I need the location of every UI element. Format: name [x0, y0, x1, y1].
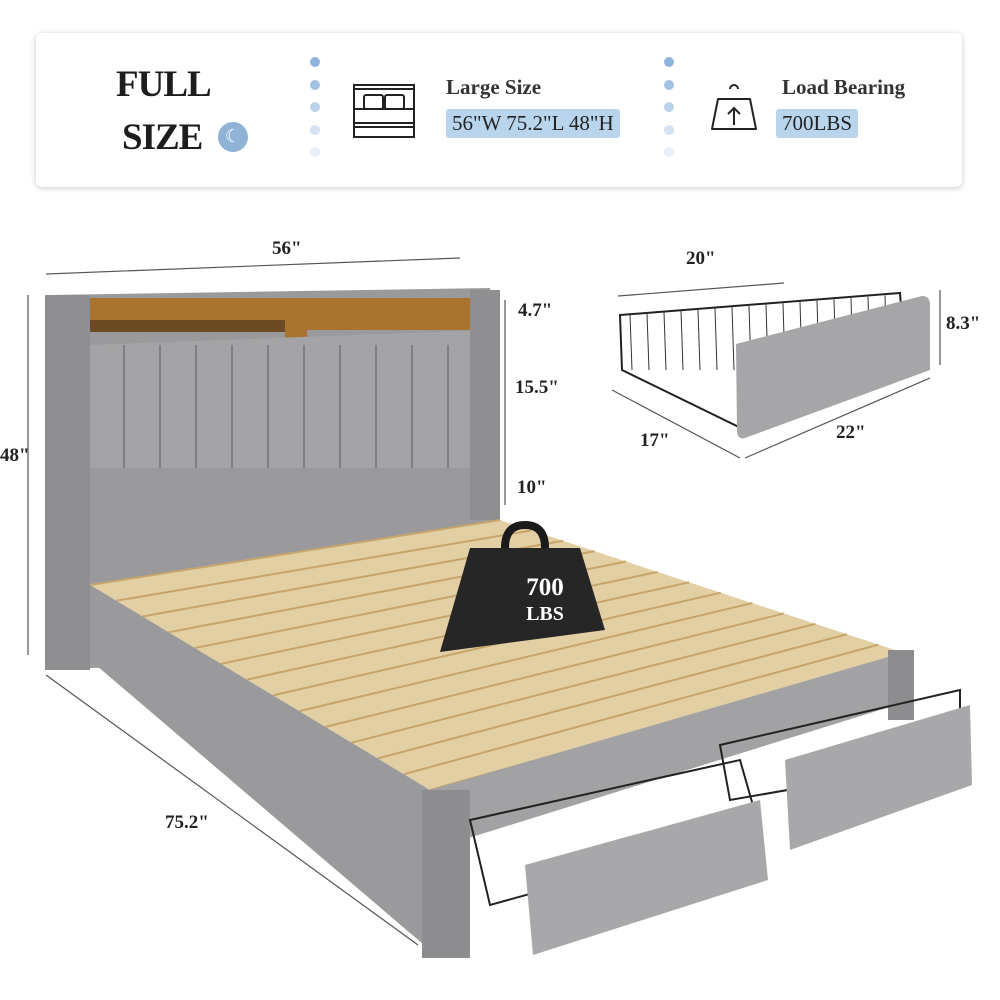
dim-bed-length: 75.2"	[165, 812, 209, 833]
decor-line	[680, 311, 684, 371]
decor-line	[697, 309, 701, 371]
feature-size-value: 56"W 75.2"L 48"H	[446, 109, 620, 138]
dim-drawer-height: 8.3"	[946, 313, 981, 334]
dimension-lines	[27, 257, 941, 946]
divider-dots	[664, 57, 674, 170]
feature-size-title: Large Size	[446, 75, 542, 99]
feature-banner: FULL SIZE ☾ Large Size 56"W 75.2"L 48"H …	[36, 33, 962, 187]
dim-bed-width: 56"	[272, 238, 302, 259]
dim-bed-height: 48"	[0, 445, 30, 466]
decor-line	[731, 307, 735, 371]
feature-load-title: Load Bearing	[782, 75, 906, 99]
drawer-detail	[618, 291, 930, 439]
decor-line	[663, 312, 667, 371]
weight-icon	[711, 84, 757, 130]
size-title-line1: FULL	[116, 64, 212, 105]
decor-line	[115, 529, 532, 602]
weight-unit: LBS	[526, 603, 564, 625]
bed-icon	[353, 84, 415, 138]
divider-dots	[310, 57, 320, 170]
decor-line	[298, 602, 753, 713]
weight-700lbs	[440, 520, 605, 652]
dim-drawer-length: 22"	[836, 422, 866, 443]
decor-line	[629, 314, 633, 371]
dim-headboard-panel: 15.5"	[515, 377, 559, 398]
decor-line	[325, 612, 785, 728]
dim-drawer-depth: 17"	[640, 430, 670, 451]
bed-frame	[89, 519, 914, 958]
size-title-line2: SIZE	[122, 117, 203, 158]
weight-value: 700	[526, 574, 564, 601]
decor-line	[714, 308, 718, 371]
under-bed-drawers	[468, 688, 972, 955]
dim-shelf-height: 4.7"	[518, 300, 553, 321]
decor-line	[646, 313, 650, 371]
decor-line	[403, 643, 879, 776]
decor-line	[377, 633, 848, 760]
dim-clearance: 10"	[517, 477, 547, 498]
dim-drawer-width: 20"	[686, 248, 716, 269]
feature-load-value: 700LBS	[776, 109, 859, 138]
decor-line	[89, 519, 501, 586]
moon-icon: ☾	[218, 122, 248, 152]
decor-line	[351, 622, 816, 744]
